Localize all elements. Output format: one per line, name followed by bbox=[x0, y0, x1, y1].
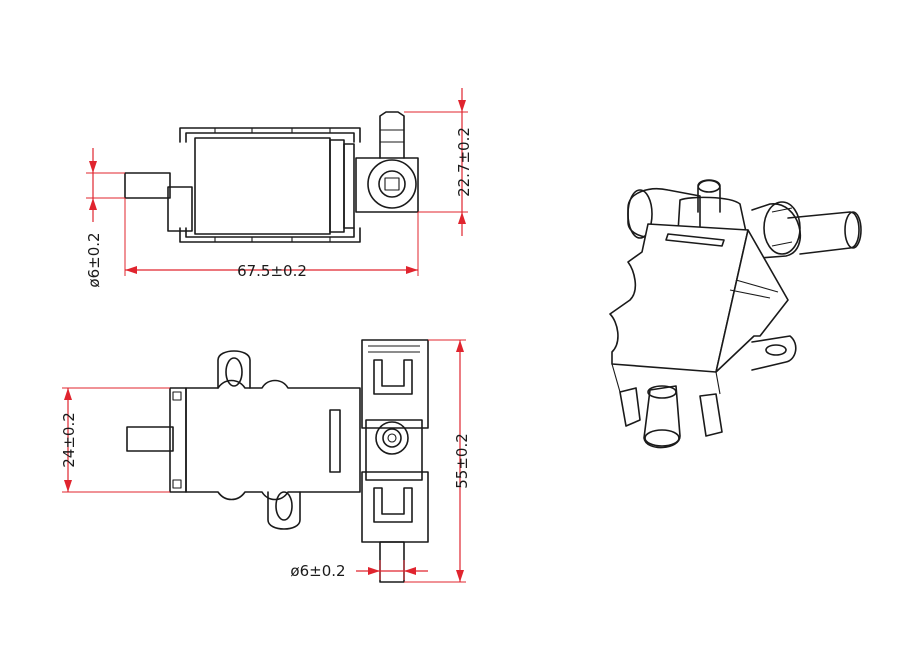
top-center-port-core bbox=[387, 433, 397, 443]
top-left-shaft bbox=[126, 426, 174, 452]
top-upper-clip bbox=[373, 359, 413, 395]
iso-top-nozzle bbox=[697, 179, 721, 213]
top-upper-clip-ribs bbox=[368, 345, 420, 353]
top-center-port-inner bbox=[382, 428, 402, 448]
side-frame-bottom bbox=[179, 227, 361, 243]
iso-right-fitting-face bbox=[763, 201, 801, 255]
top-main-body bbox=[185, 379, 361, 501]
side-frame-notches bbox=[214, 128, 331, 133]
iso-left-fitting-face bbox=[627, 189, 653, 239]
top-view-dimensions: 24±0.2 55±0.2 ø6±0.2 bbox=[60, 339, 471, 583]
iso-right-fitting-ribs bbox=[771, 207, 793, 247]
height-dimension-label: 22.7±0.2 bbox=[455, 127, 473, 197]
iso-right-pipe bbox=[787, 211, 860, 255]
iso-valve-block bbox=[677, 196, 747, 233]
top-upper-ear-hole bbox=[225, 357, 243, 387]
top-center-housing bbox=[365, 419, 423, 481]
total-width-dimension-label: 55±0.2 bbox=[453, 433, 471, 489]
iso-top-slot bbox=[665, 233, 725, 247]
side-coil-body bbox=[194, 137, 331, 235]
top-center-port-outer bbox=[375, 421, 409, 455]
side-top-nozzle bbox=[379, 111, 405, 159]
body-width-dimension-label: 24±0.2 bbox=[60, 412, 78, 468]
top-upper-housing bbox=[361, 339, 429, 429]
side-coil-flange bbox=[329, 139, 345, 233]
inlet-diameter-label: ø6±0.2 bbox=[85, 232, 103, 287]
side-valve-port-slot bbox=[384, 177, 400, 191]
side-valve-port-inner bbox=[378, 170, 406, 198]
top-body-slot bbox=[329, 409, 341, 473]
iso-bottom-shaft-end bbox=[644, 429, 680, 447]
iso-body-side bbox=[715, 229, 789, 373]
iso-right-pipe-end bbox=[844, 211, 862, 249]
top-terminal-upper bbox=[172, 391, 182, 401]
side-view bbox=[124, 111, 419, 243]
side-top-nozzle-ribs bbox=[380, 129, 404, 143]
top-lower-ear-hole bbox=[275, 491, 293, 521]
iso-body-lower-edges bbox=[611, 363, 721, 395]
iso-top-nozzle-end bbox=[697, 179, 721, 193]
iso-right-ear-hole bbox=[765, 344, 787, 356]
iso-terminal-left bbox=[619, 387, 641, 427]
top-lower-clip bbox=[373, 487, 413, 523]
side-frame-bottom-notches bbox=[214, 237, 331, 242]
top-lower-housing bbox=[361, 471, 429, 543]
side-inlet-pipe bbox=[124, 172, 171, 199]
isometric-view bbox=[609, 179, 862, 449]
iso-body-side-edges bbox=[729, 279, 779, 299]
side-view-dimensions: 67.5±0.2 22.7±0.2 ø6±0.2 bbox=[85, 88, 473, 288]
iso-terminal-right bbox=[699, 393, 723, 437]
top-view bbox=[126, 339, 429, 583]
top-outlet-pipe bbox=[379, 541, 405, 583]
side-left-bracket bbox=[167, 186, 193, 232]
top-upper-ear bbox=[217, 350, 251, 389]
side-valve-port-outer bbox=[367, 159, 417, 209]
top-terminal-lower bbox=[172, 479, 182, 489]
iso-right-ear bbox=[751, 335, 797, 371]
top-lower-ear bbox=[267, 491, 301, 530]
iso-bottom-shaft-top bbox=[647, 385, 677, 399]
iso-body-front bbox=[609, 223, 749, 373]
side-coil-flange-inner bbox=[343, 143, 355, 229]
length-dimension-label: 67.5±0.2 bbox=[237, 262, 307, 280]
side-frame-top bbox=[179, 127, 361, 143]
outlet-diameter-label: ø6±0.2 bbox=[290, 562, 345, 580]
